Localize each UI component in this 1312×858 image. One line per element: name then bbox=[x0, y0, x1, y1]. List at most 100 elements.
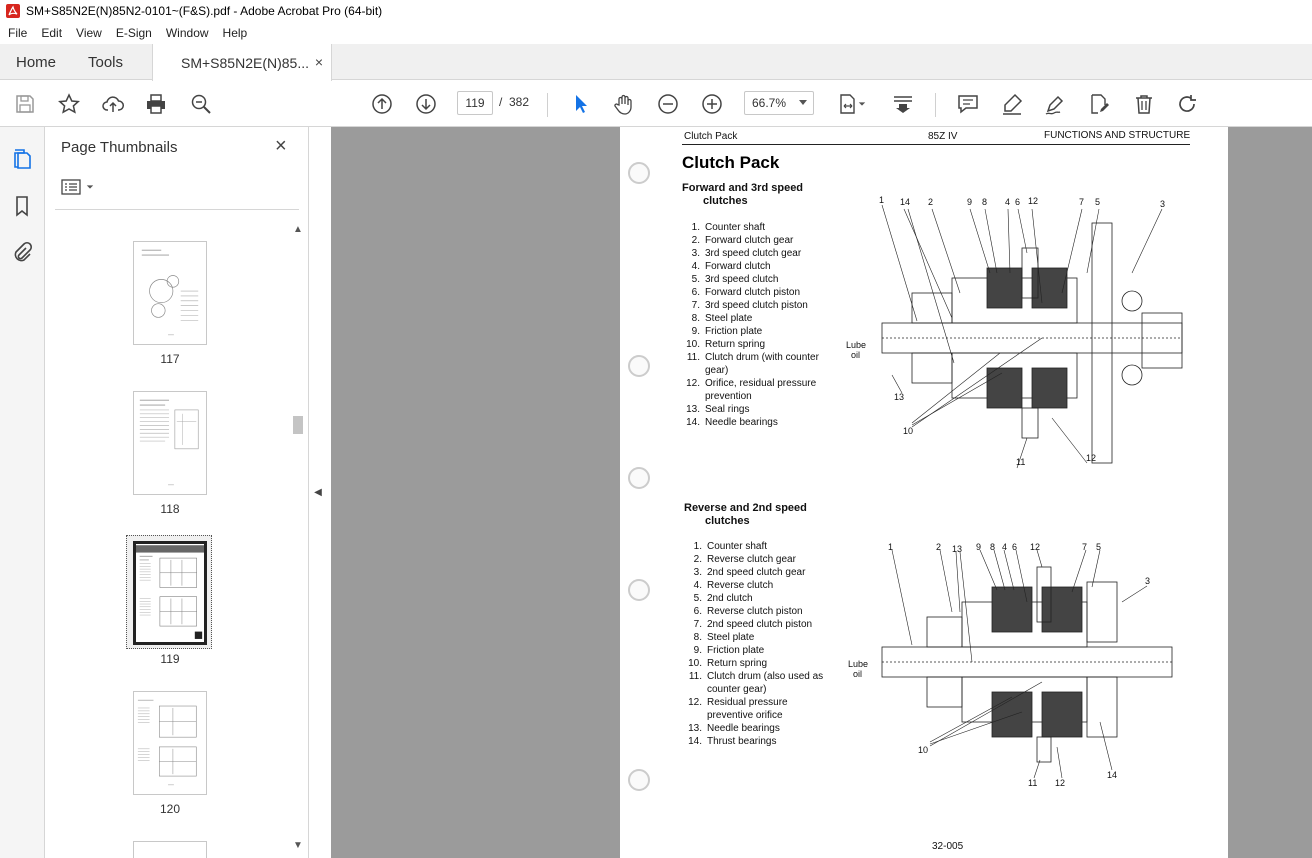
save-icon[interactable] bbox=[12, 91, 38, 117]
edit-pdf-icon[interactable] bbox=[1086, 91, 1112, 117]
chevron-down-icon bbox=[86, 185, 94, 189]
part-name: Friction plate bbox=[707, 645, 765, 656]
collapse-panel-icon[interactable]: ◀ bbox=[314, 486, 322, 498]
redo-rotate-icon[interactable] bbox=[1174, 91, 1200, 117]
zoom-in-icon[interactable] bbox=[699, 91, 725, 117]
bookmarks-icon[interactable] bbox=[10, 194, 34, 218]
lube-label: oil bbox=[851, 350, 860, 360]
menu-help[interactable]: Help bbox=[222, 26, 248, 40]
part-number: 2. bbox=[691, 235, 700, 246]
parts-list-item: 11.Clutch drum (also used as counter gea… bbox=[682, 670, 832, 696]
part-name: Clutch drum (also used as counter gear) bbox=[707, 671, 824, 695]
parts-list-item: 4. Reverse clutch bbox=[682, 579, 832, 592]
parts-list-item: 9.Friction plate bbox=[682, 644, 832, 657]
callout-label: 9 bbox=[976, 542, 981, 552]
attachments-icon[interactable] bbox=[10, 240, 34, 264]
menu-view[interactable]: View bbox=[76, 26, 102, 40]
callout-label: 11 bbox=[1016, 457, 1025, 467]
scroll-up-arrow-icon[interactable]: ▲ bbox=[293, 224, 303, 235]
part-number: 14. bbox=[686, 417, 700, 428]
select-cursor-icon[interactable] bbox=[568, 91, 594, 117]
thumbnail-options-button[interactable] bbox=[61, 179, 94, 195]
parts-list-item: 7.3rd speed clutch piston bbox=[680, 299, 830, 312]
print-icon[interactable] bbox=[143, 91, 169, 117]
window-title: SM+S85N2E(N)85N2-0101~(F&S).pdf - Adobe … bbox=[26, 4, 383, 18]
parts-list-item: 12.Residual pressure preventive orifice bbox=[682, 696, 832, 722]
callout-label: 7 bbox=[1079, 197, 1084, 207]
page-header-left: Clutch Pack bbox=[684, 131, 738, 142]
header-rule bbox=[682, 144, 1190, 145]
page-header-right: FUNCTIONS AND STRUCTURE bbox=[1044, 130, 1191, 141]
parts-list-item: 8.Steel plate bbox=[682, 631, 832, 644]
callout-label: 3 bbox=[1145, 576, 1150, 586]
thumbnail-label: 117 bbox=[160, 352, 180, 366]
tab-tools[interactable]: Tools bbox=[88, 53, 124, 71]
part-number: 2. bbox=[693, 554, 702, 565]
page-thumbnail-117[interactable] bbox=[133, 241, 207, 345]
fill-sign-icon[interactable] bbox=[1042, 91, 1068, 117]
part-number: 10. bbox=[688, 658, 702, 669]
upload-cloud-icon[interactable] bbox=[100, 91, 126, 117]
scroll-down-arrow-icon[interactable]: ▼ bbox=[293, 840, 303, 851]
next-page-icon[interactable] bbox=[413, 91, 439, 117]
highlight-pen-icon[interactable] bbox=[999, 91, 1025, 117]
document-viewer[interactable]: Clutch Pack 85Z IV FUNCTIONS AND STRUCTU… bbox=[331, 127, 1312, 858]
callout-label: 12 bbox=[1030, 542, 1040, 552]
chevron-down-icon[interactable] bbox=[856, 91, 868, 117]
bookmark-star-icon[interactable] bbox=[56, 91, 82, 117]
panel-close-icon[interactable]: × bbox=[275, 135, 287, 157]
title-bar: SM+S85N2E(N)85N2-0101~(F&S).pdf - Adobe … bbox=[0, 0, 1312, 22]
part-number: 5. bbox=[691, 274, 700, 285]
part-name: 3rd speed clutch bbox=[705, 274, 779, 285]
scrollbar-thumb[interactable] bbox=[293, 416, 303, 434]
lube-label: Lube bbox=[848, 659, 868, 669]
part-number: 8. bbox=[693, 632, 702, 643]
thumbnail-preview bbox=[141, 249, 199, 336]
page-thumbnail-120[interactable] bbox=[133, 691, 207, 795]
page-number-input[interactable]: 119 bbox=[457, 91, 493, 115]
previous-page-icon[interactable] bbox=[369, 91, 395, 117]
part-name: Thrust bearings bbox=[707, 736, 777, 747]
chevron-down-icon bbox=[799, 100, 807, 105]
part-number: 13. bbox=[688, 723, 702, 734]
part-name: 2nd clutch bbox=[707, 593, 753, 604]
page-fit-icon[interactable] bbox=[835, 91, 861, 117]
hand-tool-icon[interactable] bbox=[611, 91, 637, 117]
total-pages: 382 bbox=[509, 95, 530, 109]
parts-list-item: 4.Forward clutch bbox=[680, 260, 830, 273]
thumbnails-scrollbar[interactable]: ▲ ▼ bbox=[291, 221, 305, 858]
menu-esign[interactable]: E-Sign bbox=[115, 26, 152, 40]
part-name: Return spring bbox=[707, 658, 768, 669]
callout-label: 14 bbox=[900, 197, 910, 207]
part-name: Reverse clutch bbox=[707, 580, 774, 591]
part-name: Reverse clutch gear bbox=[707, 554, 796, 565]
menu-file[interactable]: File bbox=[8, 26, 28, 40]
callout-label: 13 bbox=[894, 392, 904, 402]
zoom-level-select[interactable]: 66.7% bbox=[744, 91, 814, 115]
zoom-out-icon[interactable] bbox=[655, 91, 681, 117]
callout-label: 4 bbox=[1005, 197, 1010, 207]
menu-edit[interactable]: Edit bbox=[41, 26, 63, 40]
parts-list-item: 5. 3rd speed clutch bbox=[680, 273, 830, 286]
scroll-mode-icon[interactable] bbox=[890, 91, 916, 117]
page-thumbnail-118[interactable] bbox=[133, 391, 207, 495]
page-thumbnail-119[interactable] bbox=[133, 541, 207, 645]
thumbnails-panel: Page Thumbnails × 117 bbox=[45, 127, 309, 858]
menu-window[interactable]: Window bbox=[165, 26, 209, 40]
comment-icon[interactable] bbox=[955, 91, 981, 117]
page-title: Clutch Pack bbox=[682, 153, 780, 172]
page-thumbnails-icon[interactable] bbox=[10, 147, 34, 171]
part-name: Needle bearings bbox=[707, 723, 780, 734]
tab-home[interactable]: Home bbox=[16, 53, 57, 71]
delete-trash-icon[interactable] bbox=[1131, 91, 1157, 117]
section1-heading: Forward and 3rd speed clutches bbox=[682, 182, 804, 207]
callout-label: 9 bbox=[967, 197, 972, 207]
tab-bar: Home Tools SM+S85N2E(N)85... × bbox=[0, 44, 1312, 81]
find-zoom-icon[interactable] bbox=[188, 91, 214, 117]
part-number: 4. bbox=[693, 580, 702, 591]
page-thumbnail-partial[interactable] bbox=[133, 841, 207, 858]
tab-close-icon[interactable]: × bbox=[314, 54, 323, 70]
tab-document[interactable]: SM+S85N2E(N)85... × bbox=[152, 44, 332, 81]
part-name: 2nd speed clutch piston bbox=[707, 619, 813, 630]
